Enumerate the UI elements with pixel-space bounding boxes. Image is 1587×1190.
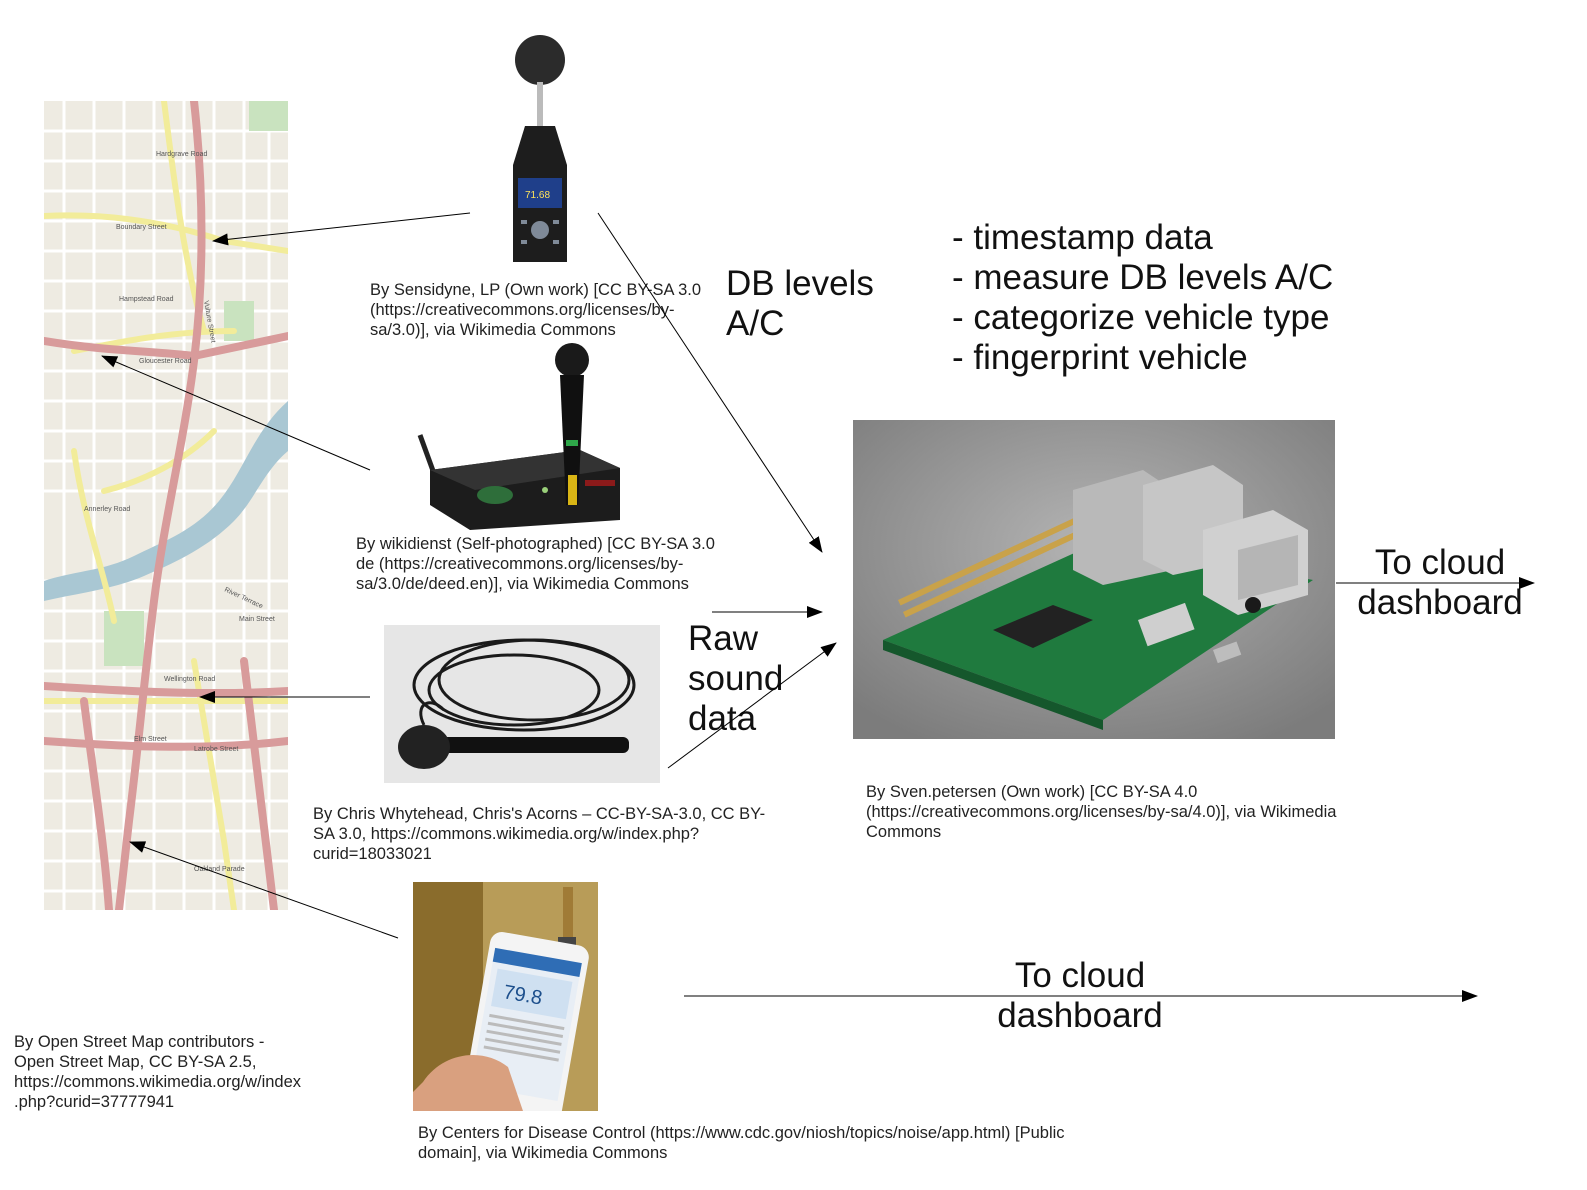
- task-item: - fingerprint vehicle: [952, 338, 1248, 377]
- map-street-label: Hardgrave Road: [156, 151, 207, 158]
- wired-mic-caption: By Chris Whytehead, Chris's Acorns – CC-…: [313, 805, 766, 863]
- raspberry-pi-drawing: [853, 420, 1335, 739]
- street-map-image: Hardgrave Road Boundary Street Vulture S…: [44, 101, 288, 910]
- park-area: [224, 301, 254, 341]
- meter-reading: 71.68: [525, 190, 550, 201]
- wired-mic-drawing: [384, 625, 660, 783]
- wireless-mic-drawing: [417, 343, 620, 530]
- map-street-label: Latrobe Street: [194, 746, 238, 753]
- park-area: [249, 101, 288, 131]
- to-cloud-dashboard-label-2: To cloud dashboard: [997, 956, 1163, 1035]
- to-cloud-dashboard-label-1: To cloud dashboard: [1357, 543, 1523, 622]
- task-item: - categorize vehicle type: [952, 298, 1330, 337]
- park-area: [104, 611, 144, 666]
- major-road: [115, 101, 206, 910]
- wireless-mic-caption: By wikidienst (Self-photographed) [CC BY…: [356, 535, 715, 593]
- map-street-label: Oakland Parade: [194, 866, 245, 873]
- map-street-label: Wellington Road: [164, 676, 215, 683]
- river: [44, 401, 288, 601]
- raspberry-pi-caption: By Sven.petersen (Own work) [CC BY-SA 4.…: [866, 783, 1337, 841]
- raw-sound-data-label: Raw sound data: [688, 619, 784, 738]
- major-road: [44, 682, 288, 698]
- sound-level-meter-image: 71.68: [505, 30, 575, 270]
- map-street-label: Gloucester Road: [139, 358, 192, 365]
- sound-level-meter-drawing: 71.68: [513, 35, 567, 262]
- processing-tasks-list: - timestamp data - measure DB levels A/C…: [952, 218, 1333, 378]
- phone-app-drawing: 79.8: [413, 882, 598, 1111]
- map-street-label: Annerley Road: [84, 506, 130, 513]
- raspberry-pi-image: [853, 420, 1335, 739]
- street-map-drawing: Hardgrave Road Boundary Street Vulture S…: [44, 101, 288, 910]
- map-street-label: Hampstead Road: [119, 296, 174, 303]
- map-street-label: Main Street: [239, 616, 275, 623]
- phone-app-image: 79.8: [413, 882, 598, 1111]
- map-caption: By Open Street Map contributors - Open S…: [14, 1033, 302, 1111]
- map-street-label: Boundary Street: [116, 224, 167, 231]
- task-item: - timestamp data: [952, 218, 1213, 257]
- sound-meter-caption: By Sensidyne, LP (Own work) [CC BY-SA 3.…: [370, 281, 702, 339]
- map-street-label: Elm Street: [134, 736, 167, 743]
- major-road: [80, 697, 113, 910]
- task-item: - measure DB levels A/C: [952, 258, 1334, 297]
- phone-app-caption: By Centers for Disease Control (https://…: [418, 1124, 1065, 1162]
- wireless-mic-image: [400, 340, 625, 530]
- db-levels-label: DB levels A/C: [726, 264, 874, 343]
- wired-mic-image: [384, 625, 660, 783]
- major-road: [44, 332, 288, 361]
